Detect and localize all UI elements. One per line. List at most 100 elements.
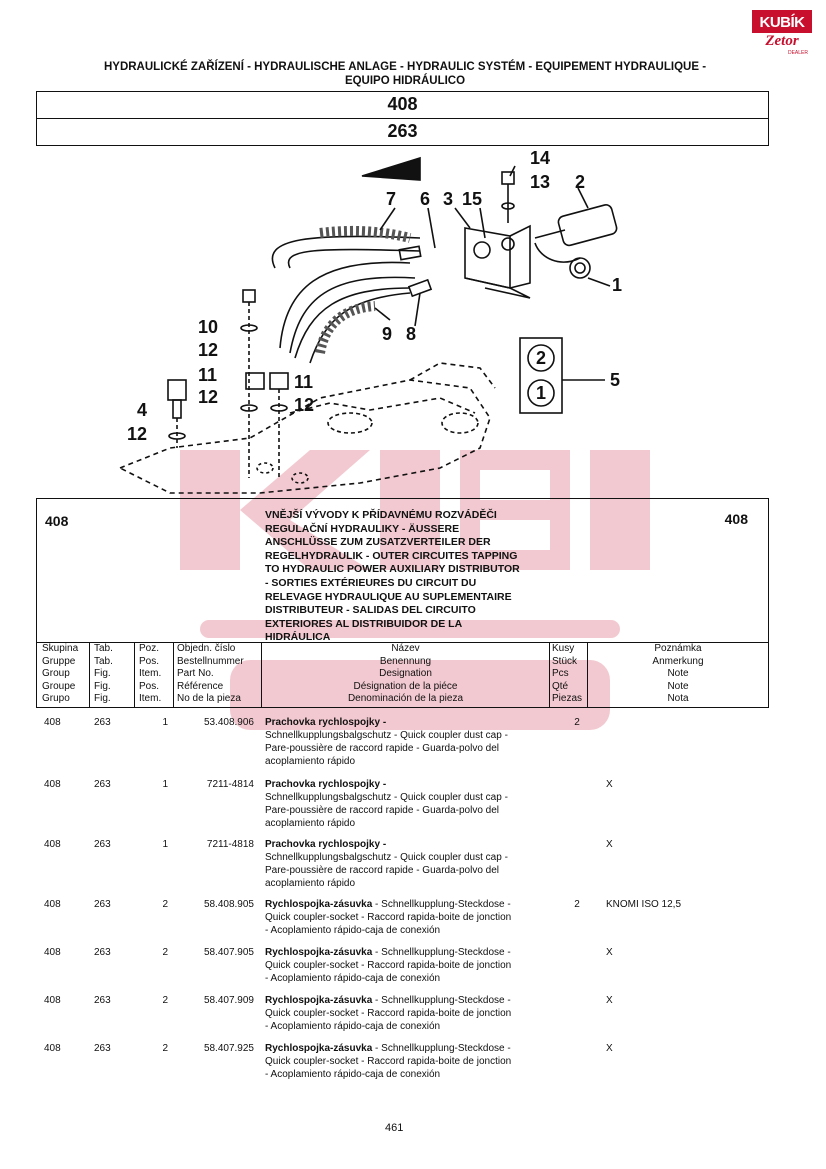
cell-note: X [606,839,613,850]
cell-part-number: 53.408.906 [203,717,254,728]
name-line: - Acoplamiento rápido-caja de conexión [265,925,441,936]
callout-3: 3 [443,189,453,209]
col-header-note: Poznámka Anmerkung Note Note Nota [588,643,768,707]
cell-figure: 263 [94,995,111,1006]
name-primary: Rychlospojka-zásuvka [265,947,373,958]
name-first-rest: - Schnellkupplung-Steckdose - [372,1043,511,1054]
cell-figure: 263 [94,717,111,728]
callout-9: 9 [382,324,392,344]
description-line: - SORTIES EXTÉRIEURES DU CIRCUIT DU [265,576,477,589]
col-header-label: Piezas [552,693,583,705]
description-box: 408 408 VNĚJŠÍ VÝVODY K PŘÍDAVNÉMU ROZVÁ… [36,498,769,708]
cell-group: 408 [44,1043,61,1054]
cell-qty: 2 [574,899,580,910]
col-header-label: Item. [139,668,162,680]
box-label-2: 2 [536,348,546,368]
cell-position: 1 [162,839,168,850]
name-primary: Rychlospojka-zásuvka [265,899,373,910]
name-line: - Acoplamiento rápido-caja de conexión [265,973,441,984]
name-primary: Rychlospojka-zásuvka [265,1043,373,1054]
page-number: 461 [385,1122,404,1134]
col-header-label: Gruppe [42,655,76,667]
name-line: Quick coupler-socket - Raccord rapida-bo… [265,1056,512,1067]
col-header-label: Poznámka [654,643,702,654]
col-divider [134,643,135,707]
box-label-1: 1 [536,383,546,403]
cell-name: Prachovka rychlospojky - Schnellkupplung… [265,716,550,768]
description-line: ANSCHLÜSSE ZUM ZUSATZVERTEILER DER [265,536,491,549]
description-line: RELEVAGE HYDRAULIQUE AU SUPLEMENTAIRE [265,590,512,603]
cell-qty: 2 [574,717,580,728]
name-primary: Prachovka rychlospojky - [265,779,387,790]
col-header-label: Nota [667,693,689,705]
col-header-label: Objedn. číslo [177,643,236,654]
cell-part-number: 58.407.905 [203,947,254,958]
col-header-label: Group [42,668,70,680]
callout-14: 14 [530,148,550,168]
cell-figure: 263 [94,899,111,910]
col-header-label: Grupo [42,693,70,705]
cell-note: KNOMI ISO 12,5 [606,899,682,910]
col-header-label: Kusy [552,643,575,654]
name-line: Quick coupler-socket - Raccord rapida-bo… [265,912,512,923]
col-header-label: Groupe [42,680,76,692]
description-line: VNĚJŠÍ VÝVODY K PŘÍDAVNÉMU ROZVÁDĚČI [265,509,497,521]
figure-number: 263 [36,118,769,146]
col-header-label: Poz. [139,643,160,654]
description-text: VNĚJŠÍ VÝVODY K PŘÍDAVNÉMU ROZVÁDĚČI REG… [265,509,565,645]
callout-12b: 12 [198,387,218,407]
cell-name: Rychlospojka-zásuvka - Schnellkupplung-S… [265,946,550,985]
col-header-figure: Tab. Tab. Fig. Fig. Fig. [94,643,113,707]
name-line: acoplamiento rápido [265,818,356,829]
name-line: Pare-poussière de raccord rapide - Guard… [265,743,500,754]
col-header-label: Pcs [552,668,569,680]
col-header-label: Part No. [177,668,214,680]
col-header-name: Název Benennung Designation Désignation … [262,643,549,707]
cell-position: 2 [162,995,168,1006]
callout-7: 7 [386,189,396,209]
logo-dealer: DEALER [787,50,808,56]
name-primary: Prachovka rychlospojky - [265,839,387,850]
callout-12d: 12 [127,424,147,444]
col-header-group: Skupina Gruppe Group Groupe Grupo [42,643,78,707]
col-header-label: Note [667,668,689,680]
cell-name: Rychlospojka-zásuvka - Schnellkupplung-S… [265,1042,550,1081]
cell-figure: 263 [94,947,111,958]
cell-part-number: 58.407.909 [203,995,254,1006]
cell-group: 408 [44,995,61,1006]
callout-10: 10 [198,317,218,337]
col-header-label: Skupina [42,643,79,654]
col-header-label: Pos. [139,680,160,692]
name-line: acoplamiento rápido [265,756,356,767]
col-divider [173,643,174,707]
description-line: REGELHYDRAULIK - OUTER CIRCUITES TAPPING [265,549,518,562]
col-header-label: No de la pieza [177,693,241,705]
callout-15: 15 [462,189,482,209]
cell-group: 408 [44,899,61,910]
cell-note: X [606,1043,613,1054]
exploded-parts-diagram: 14 13 2 7 6 3 15 1 10 12 9 8 5 11 11 4 1… [118,148,622,494]
callout-11a: 11 [198,365,217,385]
description-line: EXTERIORES AL DISTRIBUIDOR DE LA [265,617,463,630]
col-header-label: Bestellnummer [177,655,244,667]
name-line: - Acoplamiento rápido-caja de conexión [265,1069,441,1080]
description-line: TO HYDRAULIC POWER AUXILIARY DISTRIBUTOR [265,563,520,576]
name-first-line: Rychlospojka-zásuvka - Schnellkupplung-S… [265,1042,550,1055]
name-first-rest: - Schnellkupplung-Steckdose - [372,899,511,910]
name-first-line: Rychlospojka-zásuvka - Schnellkupplung-S… [265,946,550,959]
col-header-label: Qté [552,680,569,692]
col-header-label: Tab. [94,655,113,667]
description-line: REGULAČNÍ HYDRAULIKY - ÄUSSERE [265,522,460,535]
name-primary: Prachovka rychlospojky - [265,717,387,728]
group-number: 408 [36,91,769,119]
description-group-left: 408 [45,513,69,529]
callout-11b: 11 [294,372,313,392]
name-line: acoplamiento rápido [265,878,356,889]
col-header-label: Designation [379,668,432,680]
cell-note: X [606,995,613,1006]
col-header-label: Denominación de la pieza [347,693,464,705]
name-primary: Rychlospojka-zásuvka [265,995,373,1006]
section-title-line1: HYDRAULICKÉ ZAŘÍZENÍ - HYDRAULISCHE ANLA… [103,61,707,73]
logo-brand: KUBÍK [752,10,812,33]
cell-figure: 263 [94,839,111,850]
